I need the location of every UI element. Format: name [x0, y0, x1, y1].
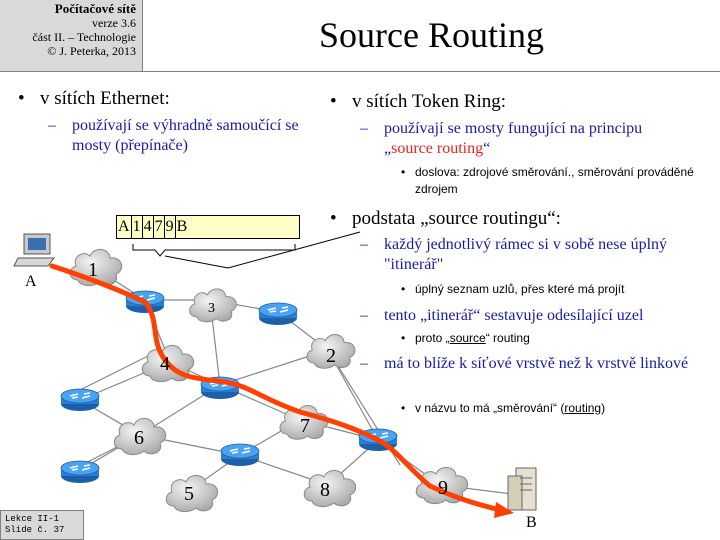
node-b-label: B [526, 514, 537, 531]
network-clouds [69, 248, 469, 513]
net-label-5: 5 [184, 483, 194, 505]
essence-subsub-1: úplný seznam uzlů, přes které má projít [401, 281, 705, 298]
net-label-6: 6 [134, 427, 144, 449]
slide-footer: Lekce II-1 Slide č. 37 [0, 510, 84, 540]
net-label-4: 4 [160, 353, 170, 375]
net-label-3: 3 [208, 301, 215, 316]
lesson-label: Lekce II-1 [5, 514, 60, 524]
slide-number: Slide č. 37 [5, 525, 65, 535]
course-part: část II. – Technologie [32, 30, 136, 44]
callout-line [164, 231, 361, 269]
ethernet-bullet: v sítích Ethernet: [18, 88, 170, 110]
net-label-9: 9 [438, 477, 448, 499]
course-info-box: Počítačové sítě verze 3.6 část II. – Tec… [0, 0, 143, 72]
essence-bullet: podstata „source routingu“: [330, 208, 561, 230]
essence-subsub-2: proto „source“ routing [401, 330, 705, 347]
net-label-7: 7 [300, 415, 310, 437]
course-name: Počítačové sítě [54, 1, 136, 16]
ethernet-sub: používají se výhradně samoučící se mosty… [48, 116, 334, 156]
router [60, 460, 100, 484]
net-label-1: 1 [88, 259, 98, 281]
essence-subsub-3: v názvu to má „směrování“ (routing) [401, 400, 705, 417]
server-b-icon [507, 467, 537, 511]
computer-a-icon [13, 233, 55, 267]
route-path [49, 263, 511, 515]
route-node-4: 9 [165, 216, 176, 238]
token-ring-subsub: doslova: zdrojové směrování., směrování … [401, 164, 705, 198]
essence-sub-2: tento „itinerář“ sestavuje odesílající u… [360, 306, 704, 326]
route-node-2: 4 [143, 216, 154, 238]
source-routing-term: source routing [391, 140, 484, 157]
route-arrowhead [494, 502, 514, 518]
token-ring-bullet: v sítích Token Ring: [330, 91, 506, 113]
essence-sub-1: každý jednotlivý rámec si v sobě nese úp… [360, 235, 710, 275]
route-node-1: 1 [132, 216, 143, 238]
router [60, 388, 100, 412]
route-brace [132, 244, 296, 257]
route-node-0: A [117, 216, 132, 238]
node-a-label: A [25, 273, 37, 290]
essence-sub-3: má to blíže k síťové vrstvě než k vrstvě… [360, 354, 710, 374]
net-label-8: 8 [320, 479, 330, 501]
course-author: © J. Peterka, 2013 [47, 44, 136, 58]
router [220, 443, 260, 467]
token-ring-sub: používají se mosty fungující na principu… [360, 119, 684, 159]
route-node-3: 7 [154, 216, 165, 238]
router [258, 302, 298, 326]
net-label-2: 2 [326, 345, 336, 367]
course-version: verze 3.6 [92, 16, 136, 30]
route-node-5: B [176, 218, 188, 235]
title-bar: Source Routing [143, 0, 720, 72]
slide-title: Source Routing [319, 15, 544, 55]
